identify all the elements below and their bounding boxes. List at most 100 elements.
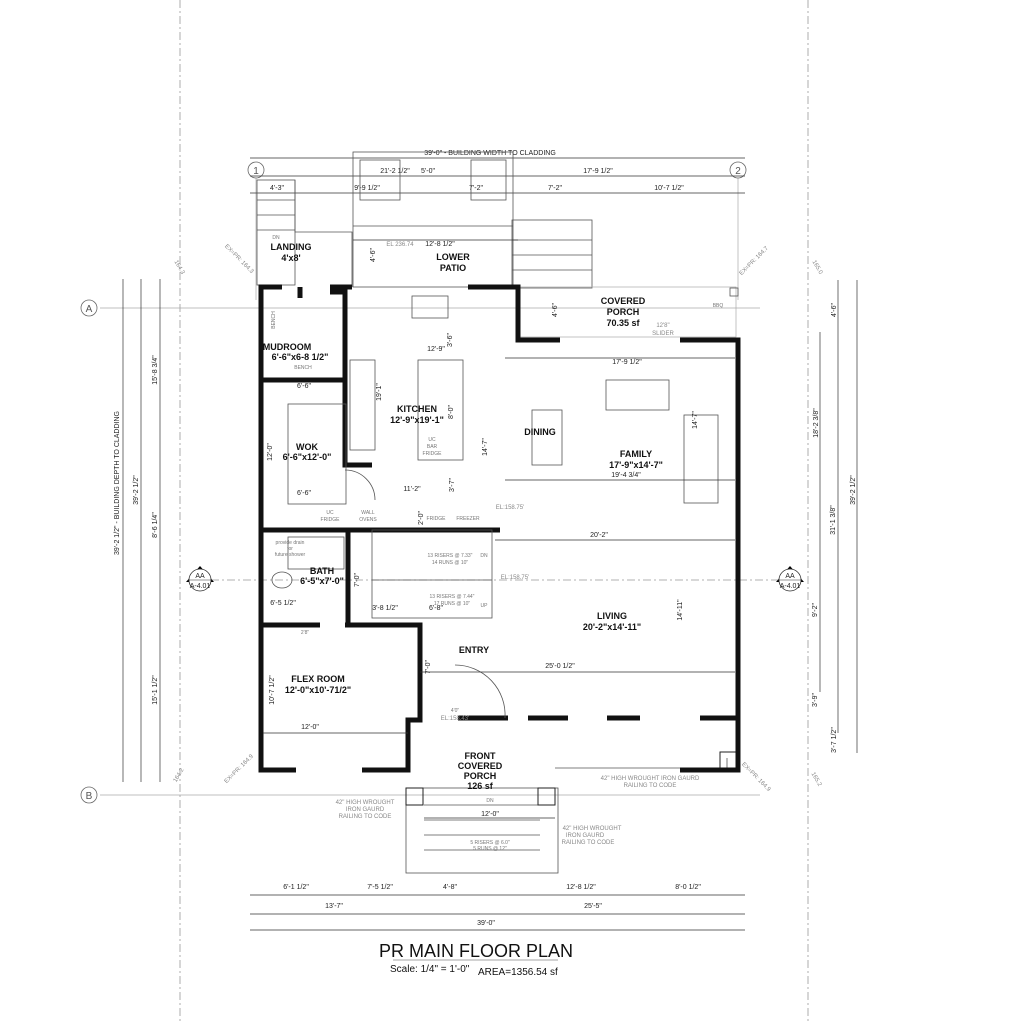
svg-text:39'-2 1/2": 39'-2 1/2" <box>850 475 857 505</box>
svg-text:DN: DN <box>480 553 488 559</box>
svg-text:12'-8 1/2": 12'-8 1/2" <box>425 241 455 248</box>
svg-text:12'-0": 12'-0" <box>301 724 319 731</box>
svg-text:4'-8": 4'-8" <box>443 884 457 891</box>
svg-text:1: 1 <box>253 166 259 177</box>
svg-text:42" HIGH WROUGHT: 42" HIGH WROUGHT <box>336 800 395 806</box>
svg-text:PORCH: PORCH <box>607 307 640 317</box>
room-covered-porch: COVERED <box>601 296 646 306</box>
svg-text:future shower: future shower <box>275 552 306 558</box>
svg-text:2'8": 2'8" <box>301 630 310 636</box>
svg-text:DN: DN <box>486 798 494 804</box>
svg-text:BBQ: BBQ <box>713 303 724 309</box>
svg-text:IRON GAURD: IRON GAURD <box>346 807 385 813</box>
svg-text:7'-2": 7'-2" <box>548 185 562 192</box>
svg-text:9'-2": 9'-2" <box>812 603 819 617</box>
right-dimensions: 4'-6" 18'-2 3/8" 31'-1 3/8" 39'-2 1/2" 9… <box>812 280 858 753</box>
svg-text:25'-0 1/2": 25'-0 1/2" <box>545 663 575 670</box>
svg-text:3'-7": 3'-7" <box>449 478 456 492</box>
plan-title: PR MAIN FLOOR PLAN <box>379 941 573 961</box>
svg-text:EL:158.75': EL:158.75' <box>501 575 530 581</box>
plan-area: AREA=1356.54 sf <box>478 967 558 978</box>
svg-text:19'-4 3/4": 19'-4 3/4" <box>611 472 641 479</box>
svg-text:UC: UC <box>428 437 436 443</box>
svg-text:14'-11": 14'-11" <box>677 599 684 621</box>
svg-text:7'-5 1/2": 7'-5 1/2" <box>367 884 393 891</box>
svg-text:12'-9"x19'-1": 12'-9"x19'-1" <box>390 415 444 425</box>
room-mudroom: MUDROOM <box>263 342 312 352</box>
svg-text:2'-0": 2'-0" <box>418 511 425 525</box>
section-marker-right: AA A-4.01 <box>776 566 804 592</box>
svg-text:13'-7": 13'-7" <box>325 903 343 910</box>
svg-text:11'-2": 11'-2" <box>403 486 421 493</box>
svg-text:6'-8": 6'-8" <box>429 605 443 612</box>
room-kitchen: KITCHEN <box>397 404 437 414</box>
svg-text:12'-8 1/2": 12'-8 1/2" <box>566 884 596 891</box>
svg-text:RAILING TO CODE: RAILING TO CODE <box>339 814 392 820</box>
svg-text:EL:158.75': EL:158.75' <box>496 505 525 511</box>
svg-text:FRIDGE: FRIDGE <box>427 516 447 522</box>
svg-text:4'-6": 4'-6" <box>831 303 838 317</box>
svg-text:B: B <box>86 791 93 802</box>
svg-text:12'-0": 12'-0" <box>481 811 499 818</box>
section-marker-left: AA A-4.01 <box>186 566 214 592</box>
svg-text:BENCH: BENCH <box>271 311 277 329</box>
svg-text:3'-8 1/2": 3'-8 1/2" <box>372 605 398 612</box>
svg-text:4'-6": 4'-6" <box>370 248 377 262</box>
svg-text:12'-9": 12'-9" <box>427 346 445 353</box>
svg-text:13 RISERS @ 7.33": 13 RISERS @ 7.33" <box>428 553 473 559</box>
svg-text:A-4.01: A-4.01 <box>780 583 801 590</box>
svg-text:FRIDGE: FRIDGE <box>423 451 443 457</box>
svg-text:126 sf: 126 sf <box>467 781 494 791</box>
svg-text:6'-6"x12'-0": 6'-6"x12'-0" <box>283 452 332 462</box>
svg-text:21'-2 1/2": 21'-2 1/2" <box>380 168 410 175</box>
svg-text:FREEZER: FREEZER <box>456 516 480 522</box>
svg-text:165.2: 165.2 <box>810 771 823 788</box>
svg-text:6'-6": 6'-6" <box>297 383 311 390</box>
bottom-dimensions: 6'-1 1/2" 7'-5 1/2" 4'-8" 12'-8 1/2" 8'-… <box>250 884 745 931</box>
svg-text:6'-1 1/2": 6'-1 1/2" <box>283 884 309 891</box>
grid-bubble-a: A <box>80 299 98 317</box>
grid-bubble-b: B <box>80 786 98 804</box>
svg-text:17'-9"x14'-7": 17'-9"x14'-7" <box>609 460 663 470</box>
room-family: FAMILY <box>620 449 652 459</box>
svg-text:8'-6 1/4": 8'-6 1/4" <box>152 512 159 538</box>
svg-text:WALL: WALL <box>361 510 375 516</box>
svg-text:COVERED: COVERED <box>458 761 503 771</box>
svg-text:39'-2 1/2" - BUILDING DEPTH TO: 39'-2 1/2" - BUILDING DEPTH TO CLADDING <box>114 411 121 555</box>
svg-text:31'-1 3/8": 31'-1 3/8" <box>830 505 837 535</box>
svg-text:4'0": 4'0" <box>451 708 460 714</box>
svg-text:39'-2 1/2": 39'-2 1/2" <box>133 475 140 505</box>
svg-text:17'-9 1/2": 17'-9 1/2" <box>612 359 642 366</box>
svg-text:164.3: 164.3 <box>173 259 186 276</box>
svg-text:2: 2 <box>735 166 741 177</box>
svg-text:39'-0" - BUILDING WIDTH TO CLA: 39'-0" - BUILDING WIDTH TO CLADDING <box>424 150 556 157</box>
svg-text:39'-0": 39'-0" <box>477 920 495 927</box>
svg-text:8'-0 1/2": 8'-0 1/2" <box>675 884 701 891</box>
svg-text:4'-3": 4'-3" <box>270 185 284 192</box>
svg-text:7'-2": 7'-2" <box>469 185 483 192</box>
svg-text:IRON GAURD: IRON GAURD <box>566 833 605 839</box>
svg-text:5 RISERS @ 6.0": 5 RISERS @ 6.0" <box>470 840 510 846</box>
svg-text:9'-9 1/2": 9'-9 1/2" <box>354 185 380 192</box>
svg-text:5 RUNS @ 12": 5 RUNS @ 12" <box>473 846 507 852</box>
room-front-porch: FRONT <box>465 751 496 761</box>
left-dimensions: 39'-2 1/2" - BUILDING DEPTH TO CLADDING … <box>114 279 161 782</box>
svg-text:25'-5": 25'-5" <box>584 903 602 910</box>
exterior-outlines <box>256 151 739 874</box>
svg-text:5'-0": 5'-0" <box>421 168 435 175</box>
fixtures <box>271 295 719 719</box>
svg-text:FRIDGE: FRIDGE <box>321 517 341 523</box>
svg-text:EL 236.74: EL 236.74 <box>386 242 414 248</box>
room-dining: DINING <box>524 427 556 437</box>
svg-text:8'-0": 8'-0" <box>448 405 455 419</box>
svg-text:BAR: BAR <box>427 444 438 450</box>
svg-text:3'-6": 3'-6" <box>447 333 454 347</box>
room-lower-patio: LOWER <box>436 252 470 262</box>
svg-text:15'-1 1/2": 15'-1 1/2" <box>152 675 159 705</box>
svg-text:UP: UP <box>481 603 489 609</box>
svg-text:10'-7 1/2": 10'-7 1/2" <box>269 675 276 705</box>
svg-text:17 RUNS @ 10": 17 RUNS @ 10" <box>434 601 471 607</box>
grid-bubble-1: 1 <box>247 161 265 179</box>
svg-text:EX=PR: 164.7: EX=PR: 164.7 <box>739 245 771 277</box>
